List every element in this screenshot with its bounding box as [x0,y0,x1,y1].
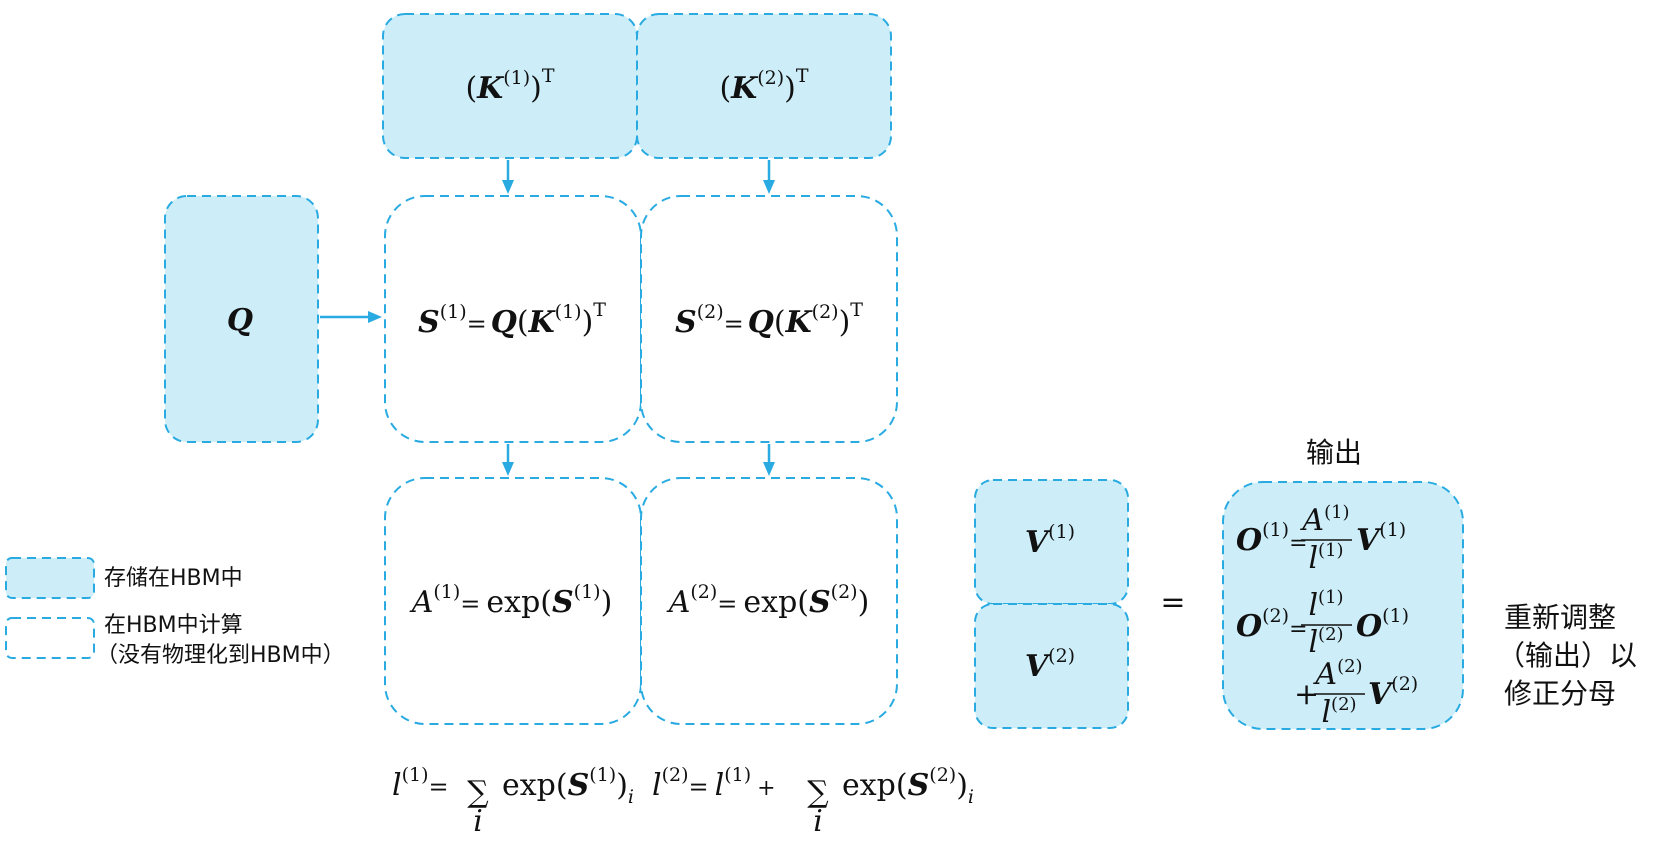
arrow-q-to-s1 [320,311,382,323]
svg-text:V(1): V(1) [1356,519,1406,558]
l2-formula: l(2)=l(1)+ ∑ i exp(S(2))i [652,764,974,839]
svg-text:∑: ∑ [467,775,489,810]
legend-stored-swatch [5,557,95,599]
svg-text:V(2): V(2) [1368,673,1418,712]
k1-transpose-block [382,13,638,159]
arrow-s1-to-a1 [502,444,514,476]
equals-sign: = [1160,585,1185,620]
k2-transpose-block [636,13,892,159]
legend-computed-text-line2: （没有物理化到HBM中） [96,643,345,668]
svg-text:O(2)=: O(2)= [1236,605,1308,644]
o1-formula: O(1)= A(1) l(1) V(1) [1236,502,1406,576]
svg-text:i: i [473,804,483,839]
svg-text:l(1): l(1) [1308,540,1343,576]
arrow-k2-to-s2 [763,160,775,194]
svg-text:l(2): l(2) [1308,624,1343,660]
svg-text:O(1)=: O(1)= [1236,519,1308,558]
svg-text:i: i [813,804,823,839]
svg-text:∑: ∑ [807,775,829,810]
v2-block [974,603,1129,729]
o2-formula: O(2)= l(1) l(2) O(1) + A(2) l(2) V(2) [1236,587,1418,730]
arrow-k1-to-s1 [502,160,514,194]
q-block [164,195,319,443]
svg-text:A(1): A(1) [1299,502,1349,538]
legend-stored-text: 存储在HBM中 [104,566,243,591]
arrow-s2-to-a2 [763,444,775,476]
rescale-note-line2: （输出）以 [1497,639,1637,672]
svg-text:A(2): A(2) [1312,656,1362,692]
output-block [1222,481,1464,730]
svg-text:l(2)=l(1)+: l(2)=l(1)+ [652,764,776,803]
svg-text:l(2): l(2) [1321,694,1356,730]
legend-computed-text-line1: 在HBM中计算 [104,613,243,638]
svg-text:exp(S(2))i: exp(S(2))i [842,764,974,808]
rescale-note-line3: 修正分母 [1504,677,1616,710]
v1-label: V(1) [1025,521,1075,560]
svg-text:l(1): l(1) [1308,587,1343,623]
svg-text:l(1)=: l(1)= [392,764,449,803]
rescale-note-line1: 重新调整 [1504,601,1616,634]
v2-label: V(2) [1025,645,1075,684]
a2-block [640,477,898,725]
svg-text:exp(S(1))i: exp(S(1))i [502,764,634,808]
legend-computed-swatch [5,617,95,659]
l1-formula: l(1)= ∑ i exp(S(1))i [392,764,634,839]
output-title: 输出 [1306,436,1362,469]
s2-block [640,195,898,443]
svg-text:O(1): O(1) [1356,605,1409,644]
q-label: Q [227,303,253,338]
